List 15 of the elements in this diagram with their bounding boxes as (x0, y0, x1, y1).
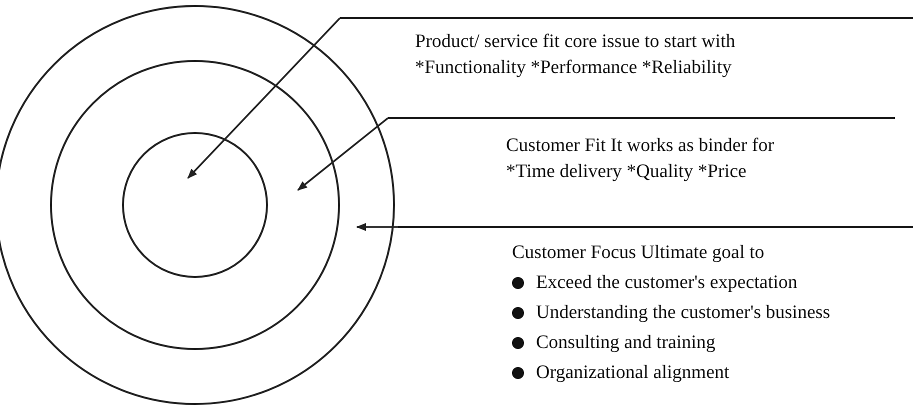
bullet-text: Consulting and training (536, 331, 716, 355)
ring-circle (122, 132, 268, 278)
heading-text: Product/ service fit core issue to start with (415, 30, 736, 54)
body-text: *Functionality *Performance *Reliability (415, 56, 733, 80)
heading-text: Customer Fit It works as binder for (506, 134, 776, 158)
bullet-text: Exceed the customer's expectation (536, 271, 798, 295)
heading-text: Customer Focus Ultimate goal to (512, 241, 766, 265)
leader-arrow (187, 17, 341, 179)
leader-arrow (356, 223, 398, 231)
ring-circle (0, 5, 395, 405)
bullet-text: Organizational alignment (536, 361, 730, 385)
bullet-text: Understanding the customer's business (536, 301, 830, 325)
ring-circle (50, 60, 340, 350)
leader-arrow (297, 117, 389, 191)
body-text: *Time delivery *Quality *Price (506, 160, 748, 184)
